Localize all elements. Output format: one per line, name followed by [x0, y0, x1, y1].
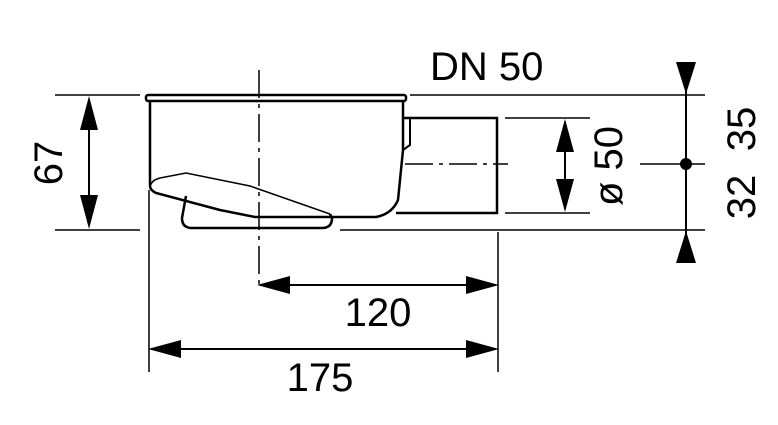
diameter-label: ø 50 [587, 126, 631, 206]
dim-67-arrow-bottom [80, 195, 98, 229]
outlet-collar [402, 117, 411, 151]
centerlines [258, 70, 508, 290]
dim-67-arrow-top [80, 96, 98, 130]
dim-120-arrow-right [466, 276, 499, 294]
height-upper-label: 35 [720, 107, 764, 152]
rim-flange [144, 93, 408, 103]
height-total-label: 67 [27, 141, 71, 186]
bowl-outline [148, 101, 405, 219]
dim-120-arrow-left [257, 276, 290, 294]
dim-d50-arrow-bottom [556, 179, 574, 212]
dim-175-arrow-left [148, 340, 181, 358]
length-total-label: 175 [287, 356, 354, 400]
extension-lines [55, 94, 705, 372]
dimension-lines [80, 62, 696, 358]
dim-32-arrow-bottom [676, 231, 696, 263]
pipe-label: DN 50 [430, 45, 543, 89]
dim-center-dot [680, 158, 692, 170]
dim-175-arrow-right [466, 340, 499, 358]
drain-body [144, 93, 499, 230]
outlet-pipe [396, 116, 499, 215]
dim-d50-arrow-top [556, 119, 574, 152]
offset-center-label: 120 [345, 291, 412, 335]
sump-outline [180, 195, 334, 230]
height-lower-label: 32 [720, 175, 764, 220]
dim-35-arrow-top [676, 62, 696, 94]
bowl-inner-line [149, 172, 331, 215]
